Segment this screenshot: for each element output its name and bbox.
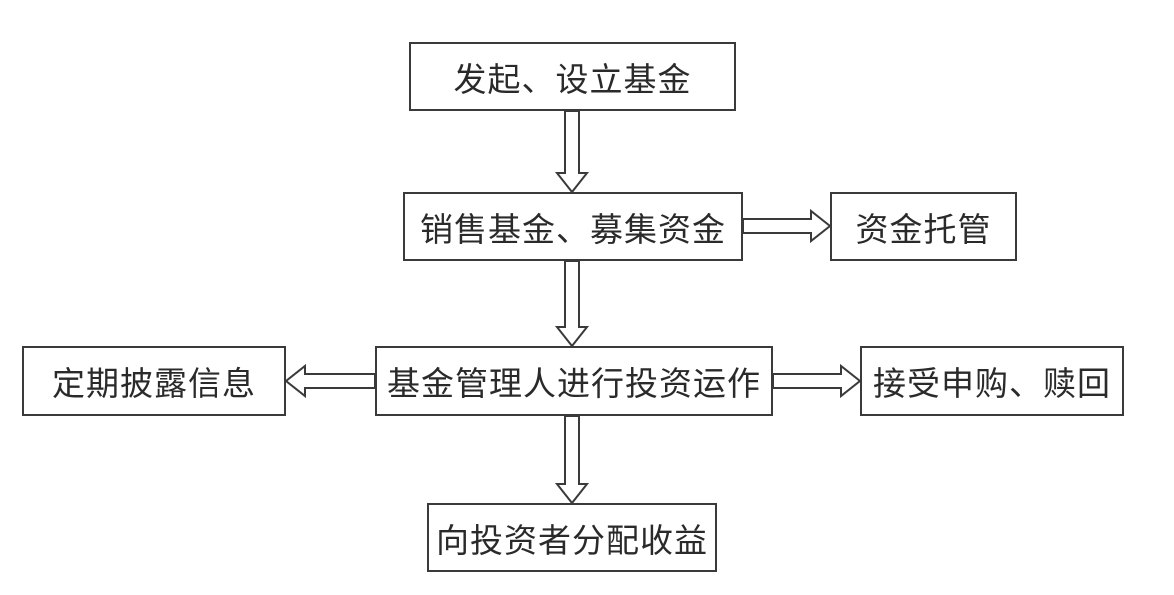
arrow-operate-to-profit (554, 415, 590, 505)
node-sell-fund: 销售基金、募集资金 (403, 192, 743, 261)
arrow-start-to-sell (554, 110, 590, 194)
arrow-sell-to-operate (554, 260, 590, 348)
node-disclose-info: 定期披露信息 (22, 346, 286, 416)
arrow-operate-to-disclose (284, 363, 376, 399)
node-fund-custody: 资金托管 (830, 192, 1017, 261)
arrow-sell-to-custody (742, 208, 832, 244)
arrow-operate-to-redeem (772, 363, 862, 399)
node-investment-operation: 基金管理人进行投资运作 (375, 346, 773, 416)
node-distribute-profit: 向投资者分配收益 (427, 503, 717, 572)
node-subscribe-redeem: 接受申购、赎回 (860, 346, 1124, 416)
node-start-fund: 发起、设立基金 (409, 42, 736, 111)
